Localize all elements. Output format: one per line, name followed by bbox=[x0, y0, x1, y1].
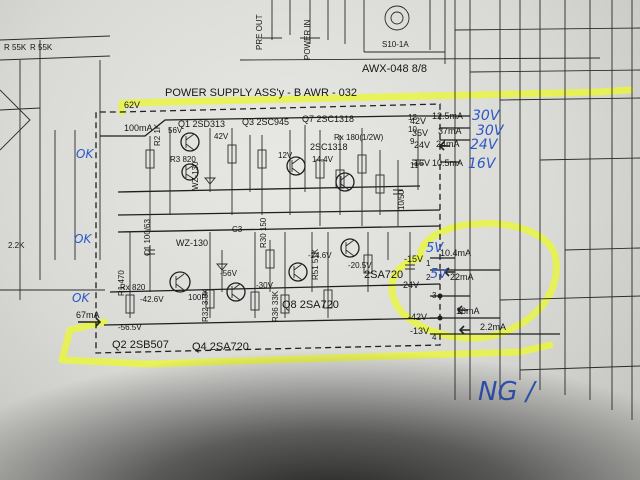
rail-upper bbox=[117, 185, 421, 193]
output-voltage-6: -24V bbox=[400, 280, 419, 290]
output-current-2: 37mA bbox=[438, 126, 462, 136]
r36-label: R36 33K bbox=[271, 290, 280, 322]
left-resistor-text-2: R 55K bbox=[30, 43, 53, 52]
node-voltage-9: -56.5V bbox=[118, 323, 142, 332]
r2-label: R2 1K bbox=[153, 123, 162, 146]
switch-label: S10-1A bbox=[382, 40, 409, 49]
transistor-q1 bbox=[180, 132, 200, 152]
node-voltage-5: -24.6V bbox=[308, 251, 332, 260]
q3-label: Q3 2SC945 bbox=[242, 117, 289, 127]
transistor-q2 bbox=[169, 271, 191, 293]
hand-note-3: 24V bbox=[470, 137, 499, 153]
q2-label: Q2 2SB507 bbox=[112, 339, 169, 351]
board-title: POWER SUPPLY ASS'y - B AWR - 032 bbox=[165, 87, 357, 99]
output-current-6: 22mA bbox=[450, 272, 474, 282]
output-voltage-8: -13V bbox=[410, 326, 429, 336]
r18-label: Rx 820 bbox=[120, 283, 146, 292]
power-in-label: POWER IN bbox=[303, 19, 312, 60]
node-voltage-7: -30V bbox=[256, 281, 274, 290]
q8-label: Q8 2SA720 bbox=[282, 299, 339, 311]
output-voltage-7: -42V bbox=[408, 312, 427, 322]
awx-label: AWX-048 8/8 bbox=[362, 63, 427, 75]
output-current-3: 24mA bbox=[436, 139, 460, 149]
rail-mid bbox=[117, 209, 441, 216]
output-current-5: 10.4mA bbox=[440, 248, 471, 258]
hand-signature: NG / bbox=[478, 377, 538, 407]
output-voltage-4: 16V bbox=[414, 158, 430, 168]
r30-label: R30 150 bbox=[259, 217, 268, 248]
input-current: 100mA bbox=[124, 123, 153, 133]
left-resistor-text-3: 2.2K bbox=[8, 241, 25, 250]
zener-1-label: WZ-130 bbox=[191, 161, 200, 190]
output-voltage-5: -15V bbox=[404, 254, 423, 264]
hand-ok-2: OK bbox=[74, 232, 92, 246]
r40-label: Rx 180(1/2W) bbox=[334, 133, 384, 142]
node-voltage-1: 56V bbox=[168, 126, 183, 135]
node-voltage-8: -42.6V bbox=[140, 295, 164, 304]
left-resistor-text: R 55K bbox=[4, 43, 27, 52]
output-voltage-1: 42V bbox=[410, 116, 426, 126]
transistor-q4 bbox=[226, 282, 246, 302]
c11-label: 100F bbox=[188, 293, 206, 302]
node-voltage-6: -20.5V bbox=[348, 261, 372, 270]
c10-label: 10/50 bbox=[397, 189, 406, 210]
q4-label: Q4 2SA720 bbox=[192, 341, 249, 353]
node-voltage-10: -56V bbox=[220, 269, 238, 278]
transistor-q8 bbox=[288, 262, 308, 282]
output-current-8: 2.2mA bbox=[480, 322, 506, 332]
zener-2-label: WZ-130 bbox=[176, 238, 208, 248]
node-dot bbox=[437, 293, 443, 299]
output-voltage-3: 24V bbox=[414, 140, 430, 150]
hand-note-6: 5V bbox=[430, 267, 448, 282]
hand-ok-1: OK bbox=[76, 147, 94, 161]
pre-out-label: PRE OUT bbox=[255, 14, 264, 50]
output-pin-7: 3 bbox=[432, 291, 437, 300]
c3-label: C3 bbox=[232, 225, 243, 234]
r3-label: R3 820 bbox=[170, 155, 196, 164]
hand-note-4: 16V bbox=[468, 156, 497, 172]
hand-note-1: 30V bbox=[472, 108, 501, 124]
input-voltage: 62V bbox=[124, 100, 140, 110]
q6-label: 2SA720 bbox=[364, 269, 403, 281]
hand-note-5: 5V bbox=[426, 241, 444, 256]
output-pin-8: 4 bbox=[432, 333, 437, 342]
output-voltage-2: 35V bbox=[412, 128, 428, 138]
q1-label: Q1 2SD313 bbox=[178, 119, 225, 129]
hand-ok-3: OK bbox=[72, 291, 90, 305]
output-current-7: 16mA bbox=[456, 306, 480, 316]
node-voltage-2: 42V bbox=[214, 132, 229, 141]
output-current-1: 12.5mA bbox=[432, 111, 463, 121]
node-dot-2 bbox=[437, 315, 443, 321]
output-current-4: 10.5mA bbox=[432, 158, 463, 168]
left-fragment: R 55K R 55K 2.2K bbox=[0, 35, 111, 300]
rail-ground bbox=[117, 225, 441, 233]
transistor-q6 bbox=[340, 238, 360, 258]
q5-label: 2SC1318 bbox=[310, 142, 348, 152]
node-voltage-4: 14.4V bbox=[312, 155, 334, 164]
q7-label: Q7 2SC1318 bbox=[302, 114, 354, 124]
transistor-q7 bbox=[335, 172, 355, 192]
c1-label: C1 100/63 bbox=[143, 219, 152, 256]
node-voltage-3: 12V bbox=[278, 151, 293, 160]
